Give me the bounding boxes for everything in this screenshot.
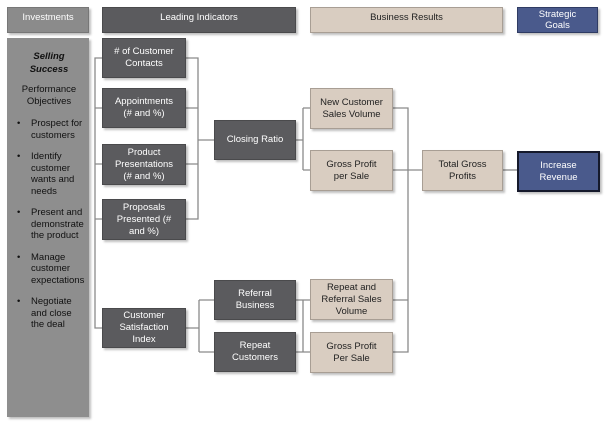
panel-title-line2: Success [29, 64, 69, 75]
header-investments: Investments [7, 7, 89, 33]
bullet-icon: • [17, 118, 21, 129]
bullet-icon: • [17, 151, 21, 162]
node-label: Appointments (# and %) [114, 96, 174, 119]
bullet-icon: • [17, 296, 21, 307]
node-repeat-customers: Repeat Customers [214, 332, 296, 372]
node-total-gross-profits: Total Gross Profits [422, 150, 503, 191]
header-strategic-goals: Strategic Goals [517, 7, 598, 33]
node-label: New Customer Sales Volume [320, 96, 383, 120]
objective-text: Negotiate and close the deal [31, 296, 72, 330]
node-proposals-presented: Proposals Presented (# and %) [102, 199, 186, 240]
connector-left-bracket [94, 57, 102, 329]
node-label: Referral Business [235, 288, 275, 311]
objective-text: Present and demonstrate the product [31, 207, 84, 241]
header-investments-label: Investments [22, 12, 74, 23]
objective-item: • Manage customer expectations [13, 252, 85, 287]
header-leading-indicators-label: Leading Indicators [160, 12, 238, 23]
bullet-icon: • [17, 251, 21, 263]
node-label: Gross Profit per Sale [326, 158, 377, 182]
objective-item: • Identify customer wants and needs [13, 151, 85, 197]
investments-panel: Selling Success Performance Objectives •… [7, 38, 89, 417]
objective-text: Identify customer wants and needs [31, 151, 75, 197]
node-customer-satisfaction-index: Customer Satisfaction Index [102, 308, 186, 348]
bullet-icon: • [17, 207, 21, 218]
header-business-results: Business Results [310, 7, 503, 33]
node-product-presentations: Product Presentations (# and %) [102, 144, 186, 185]
node-label: Product Presentations (# and %) [114, 146, 174, 182]
node-label: Total Gross Profits [438, 158, 487, 182]
node-closing-ratio: Closing Ratio [214, 120, 296, 160]
objective-item: • Negotiate and close the deal [13, 296, 85, 331]
panel-title-line1: Selling [33, 51, 65, 62]
node-label: Customer Satisfaction Index [119, 310, 169, 345]
node-label: Repeat Customers [232, 340, 278, 363]
node-repeat-referral-sales-volume: Repeat and Referral Sales Volume [310, 279, 393, 320]
node-gross-profit-per-sale-repeat: Gross Profit Per Sale [310, 332, 393, 373]
connector-closing-ratio-to-results [296, 107, 310, 171]
node-appointments: Appointments (# and %) [102, 88, 186, 128]
node-gross-profit-per-sale: Gross Profit per Sale [310, 150, 393, 191]
node-customer-contacts: # of Customer Contacts [102, 38, 186, 78]
node-label: Increase Revenue [539, 159, 578, 183]
node-label: Closing Ratio [226, 134, 284, 145]
node-label: # of Customer Contacts [114, 46, 174, 69]
objective-item: • Present and demonstrate the product [13, 207, 85, 242]
panel-title: Selling Success [13, 50, 85, 76]
node-label: Repeat and Referral Sales Volume [321, 281, 382, 317]
header-business-results-label: Business Results [370, 12, 443, 23]
panel-subtitle-line1: Performance [21, 84, 77, 95]
connector-referral-repeat-to-results [296, 299, 310, 353]
objective-text: Prospect for customers [31, 118, 83, 141]
node-label: Gross Profit Per Sale [326, 340, 377, 364]
node-label: Proposals Presented (# and %) [116, 201, 172, 237]
header-leading-indicators: Leading Indicators [102, 7, 296, 33]
objective-text: Manage customer expectations [31, 251, 85, 286]
connector-satisfaction-to-referral-repeat [186, 299, 214, 353]
connector-indicators-to-closing-ratio [186, 57, 214, 220]
node-increase-revenue: Increase Revenue [517, 151, 600, 192]
node-referral-business: Referral Business [214, 280, 296, 320]
objective-item: • Prospect for customers [13, 118, 85, 141]
header-strategic-goals-label: Strategic Goals [538, 9, 577, 31]
objectives-list: • Prospect for customers • Identify custom… [13, 118, 85, 331]
panel-subtitle-line2: Objectives [26, 96, 72, 107]
panel-subtitle: Performance Objectives [13, 84, 85, 108]
connector-results-to-total [393, 107, 422, 353]
node-new-customer-sales-volume: New Customer Sales Volume [310, 88, 393, 129]
